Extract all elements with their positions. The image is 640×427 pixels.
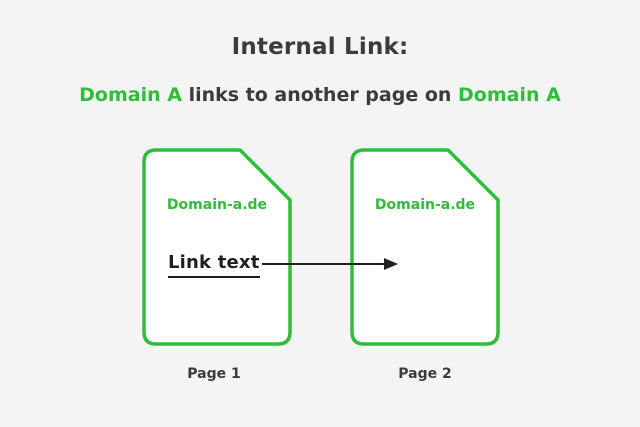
page-1-document-icon xyxy=(142,148,292,346)
subtitle-domain-a-second: Domain A xyxy=(458,84,561,106)
link-arrow-head xyxy=(384,258,398,270)
page-1-caption: Page 1 xyxy=(187,366,241,382)
subtitle-middle-text: links to another page on xyxy=(181,84,459,106)
page-2-caption: Page 2 xyxy=(398,366,452,382)
link-text-anchor[interactable]: Link text xyxy=(168,252,260,278)
diagram-subtitle: Domain A links to another page on Domain… xyxy=(0,84,640,106)
page-2-document-icon xyxy=(350,148,500,346)
page-1-domain-label: Domain-a.de xyxy=(166,197,268,213)
diagram-title: Internal Link: xyxy=(231,34,409,60)
page-2-domain-label: Domain-a.de xyxy=(374,197,476,213)
subtitle-domain-a-first: Domain A xyxy=(79,84,182,106)
